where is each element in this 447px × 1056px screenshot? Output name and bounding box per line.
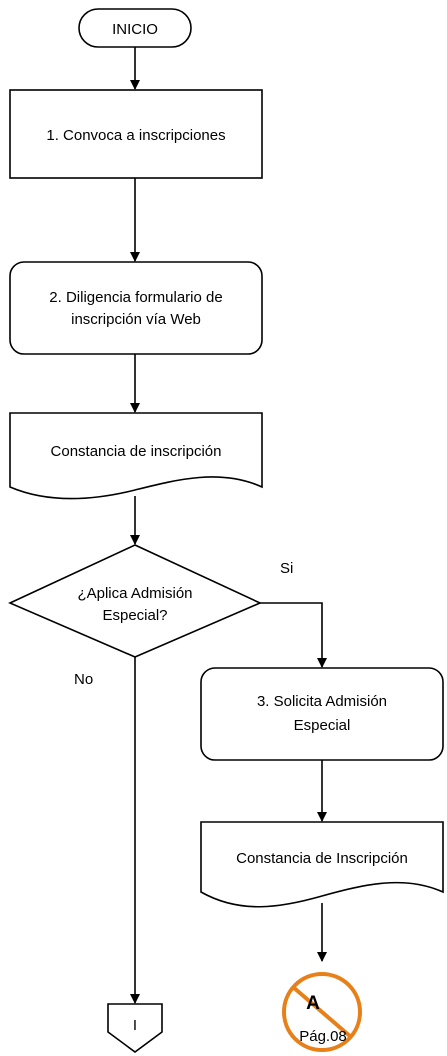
no-label: No	[74, 671, 93, 688]
step2-label-line1: 2. Diligencia formulario de	[49, 289, 222, 306]
edge-decision-yes	[260, 602, 327, 668]
connector-slash-icon	[291, 985, 353, 1039]
offpage-connector-label: I	[133, 1017, 137, 1034]
decision-label-line2: Especial?	[102, 607, 167, 624]
connector-ref-letter: A	[306, 993, 320, 1014]
step2-process: 2. Diligencia formulario de inscripción …	[9, 261, 263, 355]
step1-process: 1. Convoca a inscripciones	[9, 89, 263, 179]
page-reference-connector: A Pág.08	[282, 972, 362, 1052]
decision-label-line1: ¿Aplica Admisión	[77, 585, 192, 602]
step3-label-line2: Especial	[294, 717, 351, 734]
step3-process: 3. Solicita Admisión Especial	[200, 667, 444, 761]
offpage-connector: I	[107, 1003, 163, 1053]
step2-label-line2: inscripción vía Web	[71, 311, 201, 328]
decision-diamond: ¿Aplica Admisión Especial?	[8, 544, 262, 658]
doc2-document: Constancia de Inscripción	[200, 821, 444, 908]
doc1-document: Constancia de inscripción	[9, 412, 263, 500]
start-label: INICIO	[112, 21, 158, 38]
start-terminator: INICIO	[78, 8, 192, 48]
step1-label: 1. Convoca a inscripciones	[46, 127, 225, 144]
connector-ref-page: Pág.08	[299, 1028, 347, 1045]
doc1-label: Constancia de inscripción	[51, 443, 222, 460]
step3-label-line1: 3. Solicita Admisión	[257, 693, 387, 710]
yes-label: Si	[280, 560, 293, 577]
doc2-label: Constancia de Inscripción	[236, 850, 408, 867]
